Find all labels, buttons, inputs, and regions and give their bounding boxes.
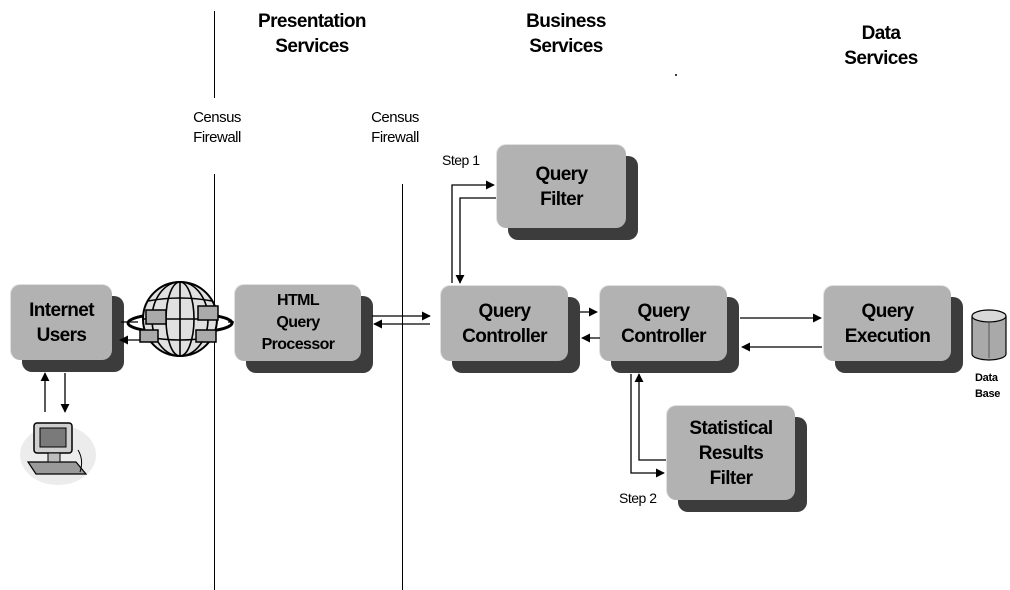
query-controller-2-box: Query Controller: [599, 285, 739, 373]
statistical-results-filter-label: Statistical Results Filter: [689, 417, 773, 489]
header-business-services: Business Services: [526, 11, 606, 57]
divider-line-top: [214, 11, 215, 98]
database-cylinder-icon: [971, 309, 1007, 361]
header-data-services: Data Services: [844, 23, 918, 69]
internet-users-label: Internet Users: [29, 299, 94, 346]
query-controller-1-label: Query Controller: [462, 300, 547, 347]
box-face: Query Controller: [599, 285, 727, 361]
html-query-processor-box: HTML Query Processor: [234, 284, 373, 373]
globe-network-icon: [126, 281, 234, 357]
box-face: Query Execution: [823, 285, 951, 361]
box-face: Query Filter: [496, 144, 626, 228]
firewall-line-left: [214, 174, 215, 590]
box-face: HTML Query Processor: [234, 284, 361, 361]
query-filter-box: Query Filter: [496, 144, 638, 240]
box-face: Query Controller: [440, 285, 568, 361]
database-label: Data Base: [975, 372, 1001, 400]
computer-user-icon: [20, 422, 96, 485]
query-controller-2-label: Query Controller: [621, 300, 706, 347]
internet-users-box: Internet Users: [10, 284, 124, 372]
statistical-results-filter-box: Statistical Results Filter: [666, 405, 807, 512]
html-query-processor-label: HTML Query Processor: [261, 292, 335, 353]
query-execution-label: Query Execution: [844, 300, 931, 347]
firewall-label-right: Census Firewall: [371, 109, 419, 146]
box-face: Statistical Results Filter: [666, 405, 795, 500]
query-filter-label: Query Filter: [535, 163, 589, 210]
arrow-controller2-to-statfilter: [630, 374, 665, 478]
arrow-statfilter-to-controller2: [634, 373, 666, 461]
query-execution-box: Query Execution: [823, 285, 963, 373]
firewall-line-right: [402, 184, 403, 590]
stray-dot: [675, 74, 677, 76]
query-controller-1-box: Query Controller: [440, 285, 580, 373]
step2-label: Step 2: [619, 490, 657, 506]
arrow-queryfilter-to-controller1: [455, 197, 496, 284]
step1-label: Step 1: [442, 152, 480, 168]
arrow-controller1-to-queryfilter: [451, 180, 495, 283]
header-presentation-services: Presentation Services: [258, 11, 366, 57]
box-face: Internet Users: [10, 284, 112, 360]
firewall-label-left: Census Firewall: [193, 109, 241, 146]
